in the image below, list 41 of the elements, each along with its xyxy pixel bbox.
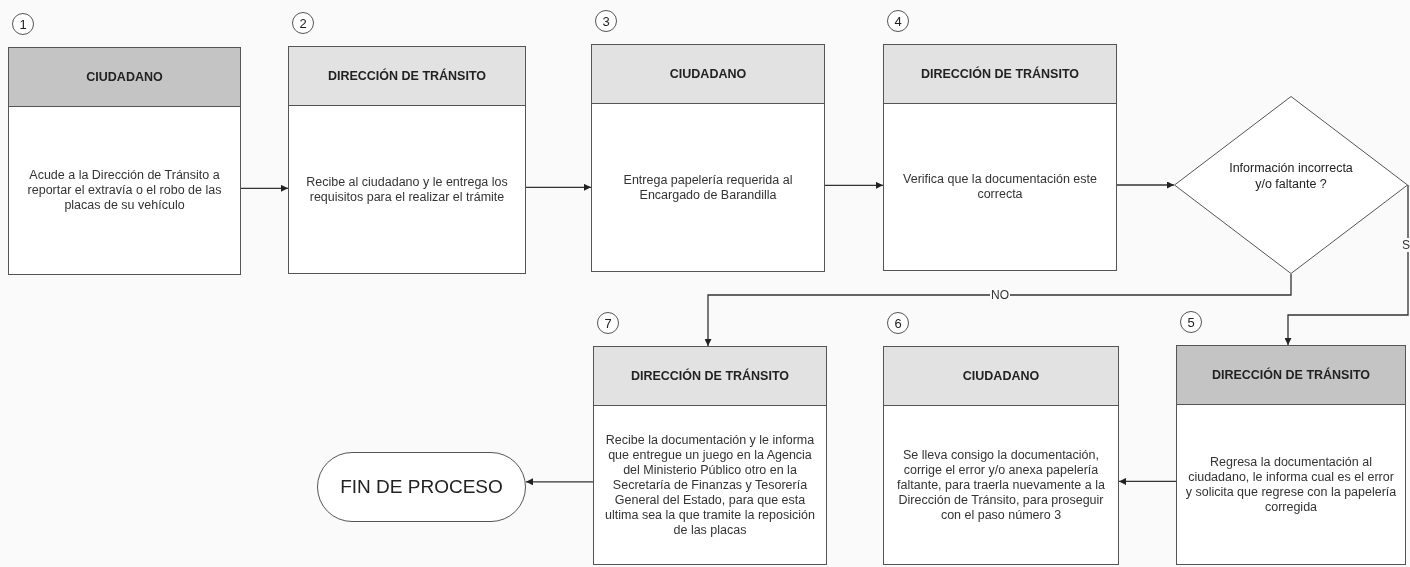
step-description: Regresa la documentación al ciudadano, le informa cual es el error y solicita que regrese con la papelería corregida: [1185, 454, 1397, 515]
arrow: [525, 183, 592, 191]
arrow: [824, 181, 884, 189]
decision-diamond: [1174, 96, 1408, 274]
decision-text: Información incorrecta y/o faltante ?: [1228, 161, 1354, 193]
lane-header: DIRECCIÓN DE TRÁNSITO: [1177, 346, 1405, 405]
step-number: 5: [1180, 311, 1202, 333]
step-number: 2: [292, 12, 314, 34]
step-number: 3: [595, 10, 617, 32]
lane-header: CIUDADANO: [884, 347, 1118, 406]
arrow: [240, 184, 289, 192]
lane-header: CIUDADANO: [9, 48, 240, 107]
lane-header: DIRECCIÓN DE TRÁNSITO: [289, 47, 525, 106]
arrow: [704, 273, 1292, 347]
step-description: Recibe al ciudadano y le entrega los requisitos para el realizar el trámite: [305, 174, 509, 205]
step-description: Verifica que la documentación este correcta: [902, 172, 1098, 202]
process-box: [8, 47, 241, 275]
step-number: 4: [887, 10, 909, 32]
arrow: [1118, 477, 1177, 485]
terminator-text: FIN DE PROCESO: [340, 476, 503, 498]
step-number: 1: [12, 13, 34, 35]
step-description: Recibe la documentación y le informa que entregue un juego en la Agencia del Ministerio Público otro en la Secretaría de Finanzas y Tesorería General del Estado, para que esta ultima sea la que tramite la reposición de las placas: [604, 432, 816, 538]
lane-header: DIRECCIÓN DE TRÁNSITO: [884, 45, 1116, 104]
arrow: [525, 478, 594, 486]
step-number: 7: [597, 312, 619, 334]
step-description: Acude a la Dirección de Tránsito a reportar el extravía o el robo de las placas de su vehículo: [26, 168, 223, 213]
process-box: [288, 46, 526, 274]
process-box: [593, 346, 827, 565]
process-box: [883, 44, 1117, 271]
process-box: [591, 44, 825, 272]
step-number: 6: [887, 312, 909, 334]
step-description: Entrega papelería requerida al Encargado de Barandilla: [622, 172, 794, 203]
arrow: [1284, 184, 1409, 346]
arrow: [1116, 181, 1175, 189]
step-description: Se lleva consigo la documentación, corrige el error y/o anexa papelería faltante, para traerla nuevamente a la Dirección de Tránsito, para proseguir con el paso número 3: [896, 447, 1106, 523]
lane-header: DIRECCIÓN DE TRÁNSITO: [594, 347, 826, 406]
edge-label: NO: [990, 288, 1010, 302]
process-box: [1176, 345, 1406, 565]
process-box: [883, 346, 1119, 565]
lane-header: CIUDADANO: [592, 45, 824, 104]
edge-label: S: [1401, 238, 1410, 252]
